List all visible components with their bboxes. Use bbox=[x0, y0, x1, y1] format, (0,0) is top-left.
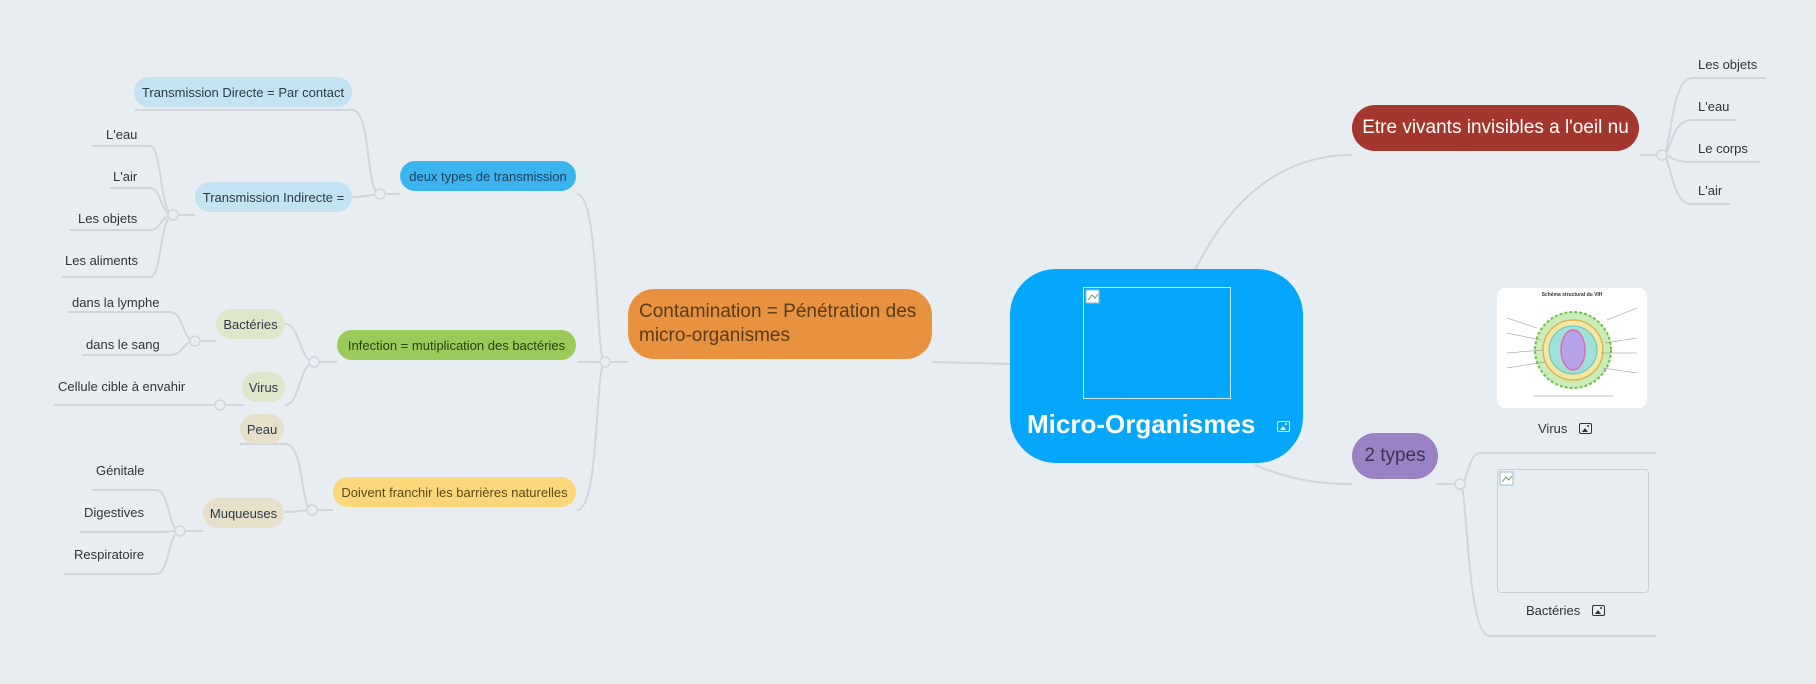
root-node[interactable]: Micro-Organismes bbox=[1010, 269, 1303, 463]
bacteria-item-blood[interactable]: dans le sang bbox=[86, 337, 160, 352]
infection-node[interactable]: Infection = mutiplication des bactéries bbox=[337, 330, 576, 360]
bacteria-caption[interactable]: Bactéries bbox=[1526, 603, 1606, 618]
image-icon[interactable] bbox=[1276, 420, 1290, 432]
broken-image-icon bbox=[1085, 289, 1100, 304]
definition-item-air[interactable]: L'air bbox=[1698, 183, 1723, 198]
definition-item-objects[interactable]: Les objets bbox=[1698, 57, 1758, 72]
bacteria-caption-text: Bactéries bbox=[1526, 603, 1581, 618]
mucosa-item-respiratory[interactable]: Respiratoire bbox=[74, 547, 145, 562]
infection-virus-node[interactable]: Virus bbox=[242, 372, 285, 402]
bacteria-image-placeholder[interactable] bbox=[1497, 469, 1649, 593]
root-title: Micro-Organismes bbox=[1027, 409, 1290, 440]
barriers-node[interactable]: Doivent franchir les barrières naturelle… bbox=[333, 477, 576, 507]
definition-node[interactable]: Etre vivants invisibles a l'oeil nu bbox=[1352, 105, 1639, 151]
root-title-text: Micro-Organismes bbox=[1027, 409, 1256, 439]
contamination-node[interactable]: Contamination = Pénétration des micro-or… bbox=[628, 289, 932, 359]
definition-item-water[interactable]: L'eau bbox=[1698, 99, 1730, 114]
image-icon[interactable] bbox=[1579, 423, 1593, 434]
contamination-text: Contamination = Pénétration des micro-or… bbox=[639, 301, 917, 346]
definition-item-body[interactable]: Le corps bbox=[1698, 141, 1748, 156]
image-icon[interactable] bbox=[1592, 605, 1606, 616]
indirect-item-air[interactable]: L'air bbox=[113, 169, 138, 184]
indirect-item-water[interactable]: L'eau bbox=[106, 127, 138, 142]
transmission-node[interactable]: deux types de transmission bbox=[400, 161, 576, 191]
indirect-item-objects[interactable]: Les objets bbox=[78, 211, 138, 226]
virus-structure-image: Schéma structural du VIH bbox=[1506, 292, 1638, 397]
types-node[interactable]: 2 types bbox=[1352, 433, 1438, 479]
barriers-skin-node[interactable]: Peau bbox=[240, 414, 284, 444]
broken-image-icon bbox=[1499, 471, 1514, 486]
virus-caption-text: Virus bbox=[1538, 421, 1568, 436]
infection-bacteria-node[interactable]: Bactéries bbox=[216, 309, 285, 339]
virus-diagram-title: Schéma structural du VIH bbox=[1542, 292, 1603, 298]
root-image-placeholder bbox=[1083, 287, 1231, 399]
transmission-direct-node[interactable]: Transmission Directe = Par contact bbox=[134, 77, 352, 107]
indirect-item-food[interactable]: Les aliments bbox=[65, 253, 138, 268]
transmission-indirect-node[interactable]: Transmission Indirecte = bbox=[195, 182, 352, 212]
bacteria-item-lymph[interactable]: dans la lymphe bbox=[72, 295, 160, 310]
mucosa-item-genital[interactable]: Génitale bbox=[96, 463, 145, 478]
virus-diagram-thumbnail[interactable]: Schéma structural du VIH bbox=[1497, 288, 1647, 408]
virus-item-target-cell[interactable]: Cellule cible à envahir bbox=[58, 379, 186, 394]
barriers-mucosa-node[interactable]: Muqueuses bbox=[203, 498, 284, 528]
mucosa-item-digestive[interactable]: Digestives bbox=[84, 505, 144, 520]
virus-caption[interactable]: Virus bbox=[1538, 421, 1593, 436]
